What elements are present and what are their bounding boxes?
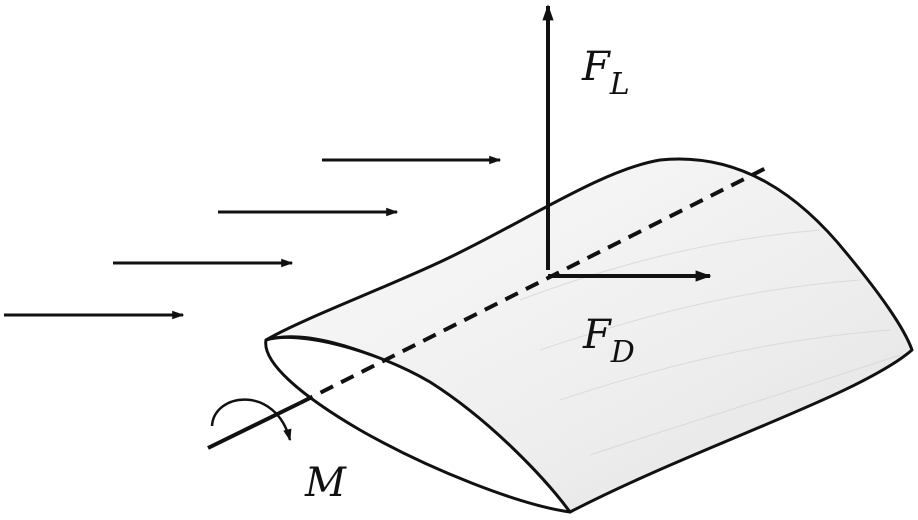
lift-label-sub: L bbox=[609, 67, 630, 102]
drag-label: FD bbox=[582, 312, 635, 370]
drag-label-main: F bbox=[582, 312, 612, 358]
freestream-arrows bbox=[4, 155, 502, 320]
lift-label: FL bbox=[581, 44, 630, 102]
moment-arrow bbox=[210, 398, 292, 442]
moment-label: M bbox=[304, 460, 347, 506]
span-axis-dashed bbox=[299, 164, 771, 405]
drag-label-sub: D bbox=[610, 335, 635, 370]
span-axis-solid bbox=[207, 401, 301, 450]
lift-label-main: F bbox=[581, 44, 611, 90]
span-axis bbox=[207, 164, 771, 450]
